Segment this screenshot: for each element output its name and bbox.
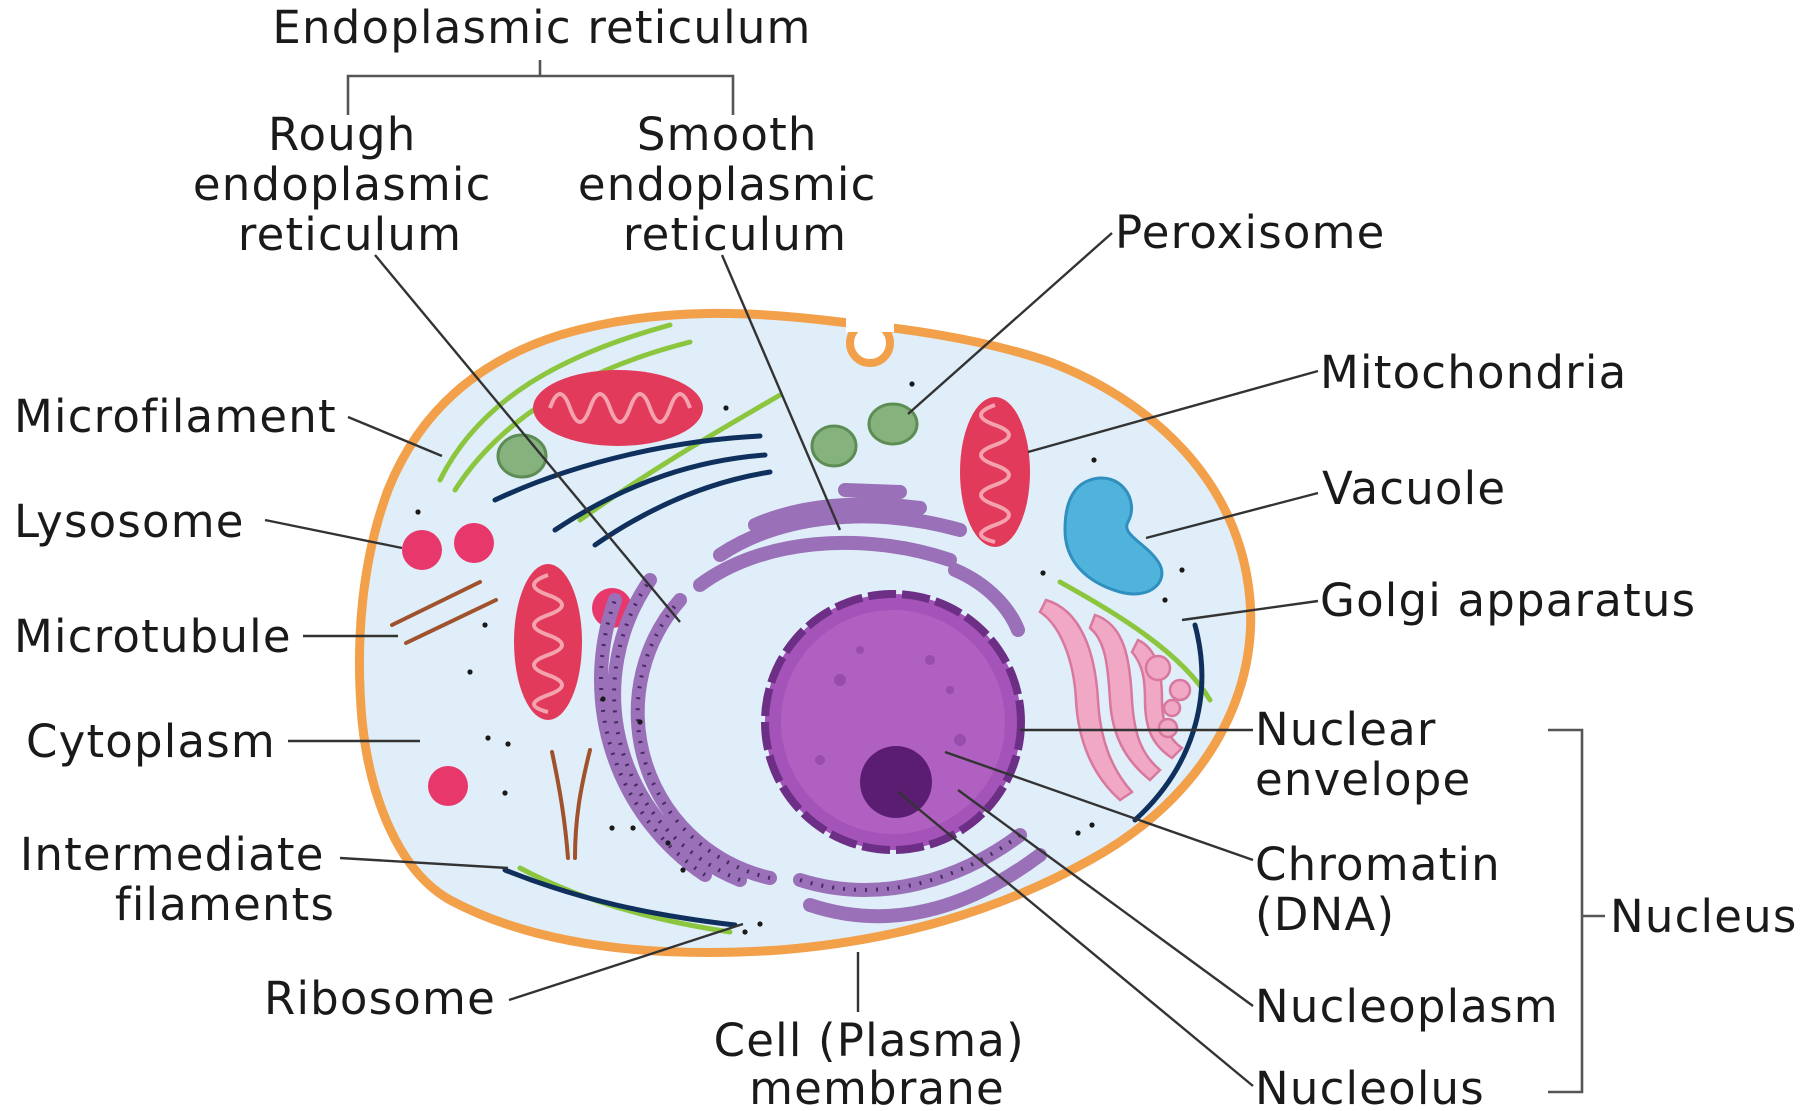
mitochondrion-right: [960, 397, 1030, 547]
er-bracket: [348, 60, 733, 115]
label-smooth-er: Smooth endoplasmic reticulum: [578, 108, 892, 261]
label-microfilament: Microfilament: [14, 390, 337, 443]
label-microtubule: Microtubule: [14, 610, 292, 663]
label-peroxisome: Peroxisome: [1115, 206, 1386, 259]
label-cytoplasm: Cytoplasm: [26, 715, 276, 768]
label-chromatin: Chromatin (DNA): [1255, 838, 1516, 941]
label-nucleoplasm: Nucleoplasm: [1255, 980, 1559, 1033]
label-cell-membrane: Cell (Plasma) membrane: [714, 1014, 1041, 1111]
mitochondrion-top: [533, 370, 703, 446]
label-vacuole: Vacuole: [1322, 462, 1506, 515]
label-nucleolus: Nucleolus: [1255, 1062, 1485, 1111]
mitochondrion-left: [514, 564, 582, 720]
label-lysosome: Lysosome: [14, 495, 245, 548]
label-ribosome: Ribosome: [264, 972, 496, 1025]
label-nucleus: Nucleus: [1610, 890, 1797, 943]
label-golgi: Golgi apparatus: [1320, 574, 1696, 627]
label-rough-er: Rough endoplasmic reticulum: [193, 108, 507, 261]
nucleus-bracket: [1548, 730, 1605, 1092]
label-intermediate-filaments: Intermediate filaments: [20, 828, 340, 931]
nucleolus: [860, 746, 932, 818]
label-er-group: Endoplasmic reticulum: [272, 1, 811, 54]
label-mitochondria: Mitochondria: [1320, 346, 1627, 399]
label-nuclear-envelope: Nuclear envelope: [1255, 703, 1471, 806]
nucleus: [765, 594, 1021, 850]
